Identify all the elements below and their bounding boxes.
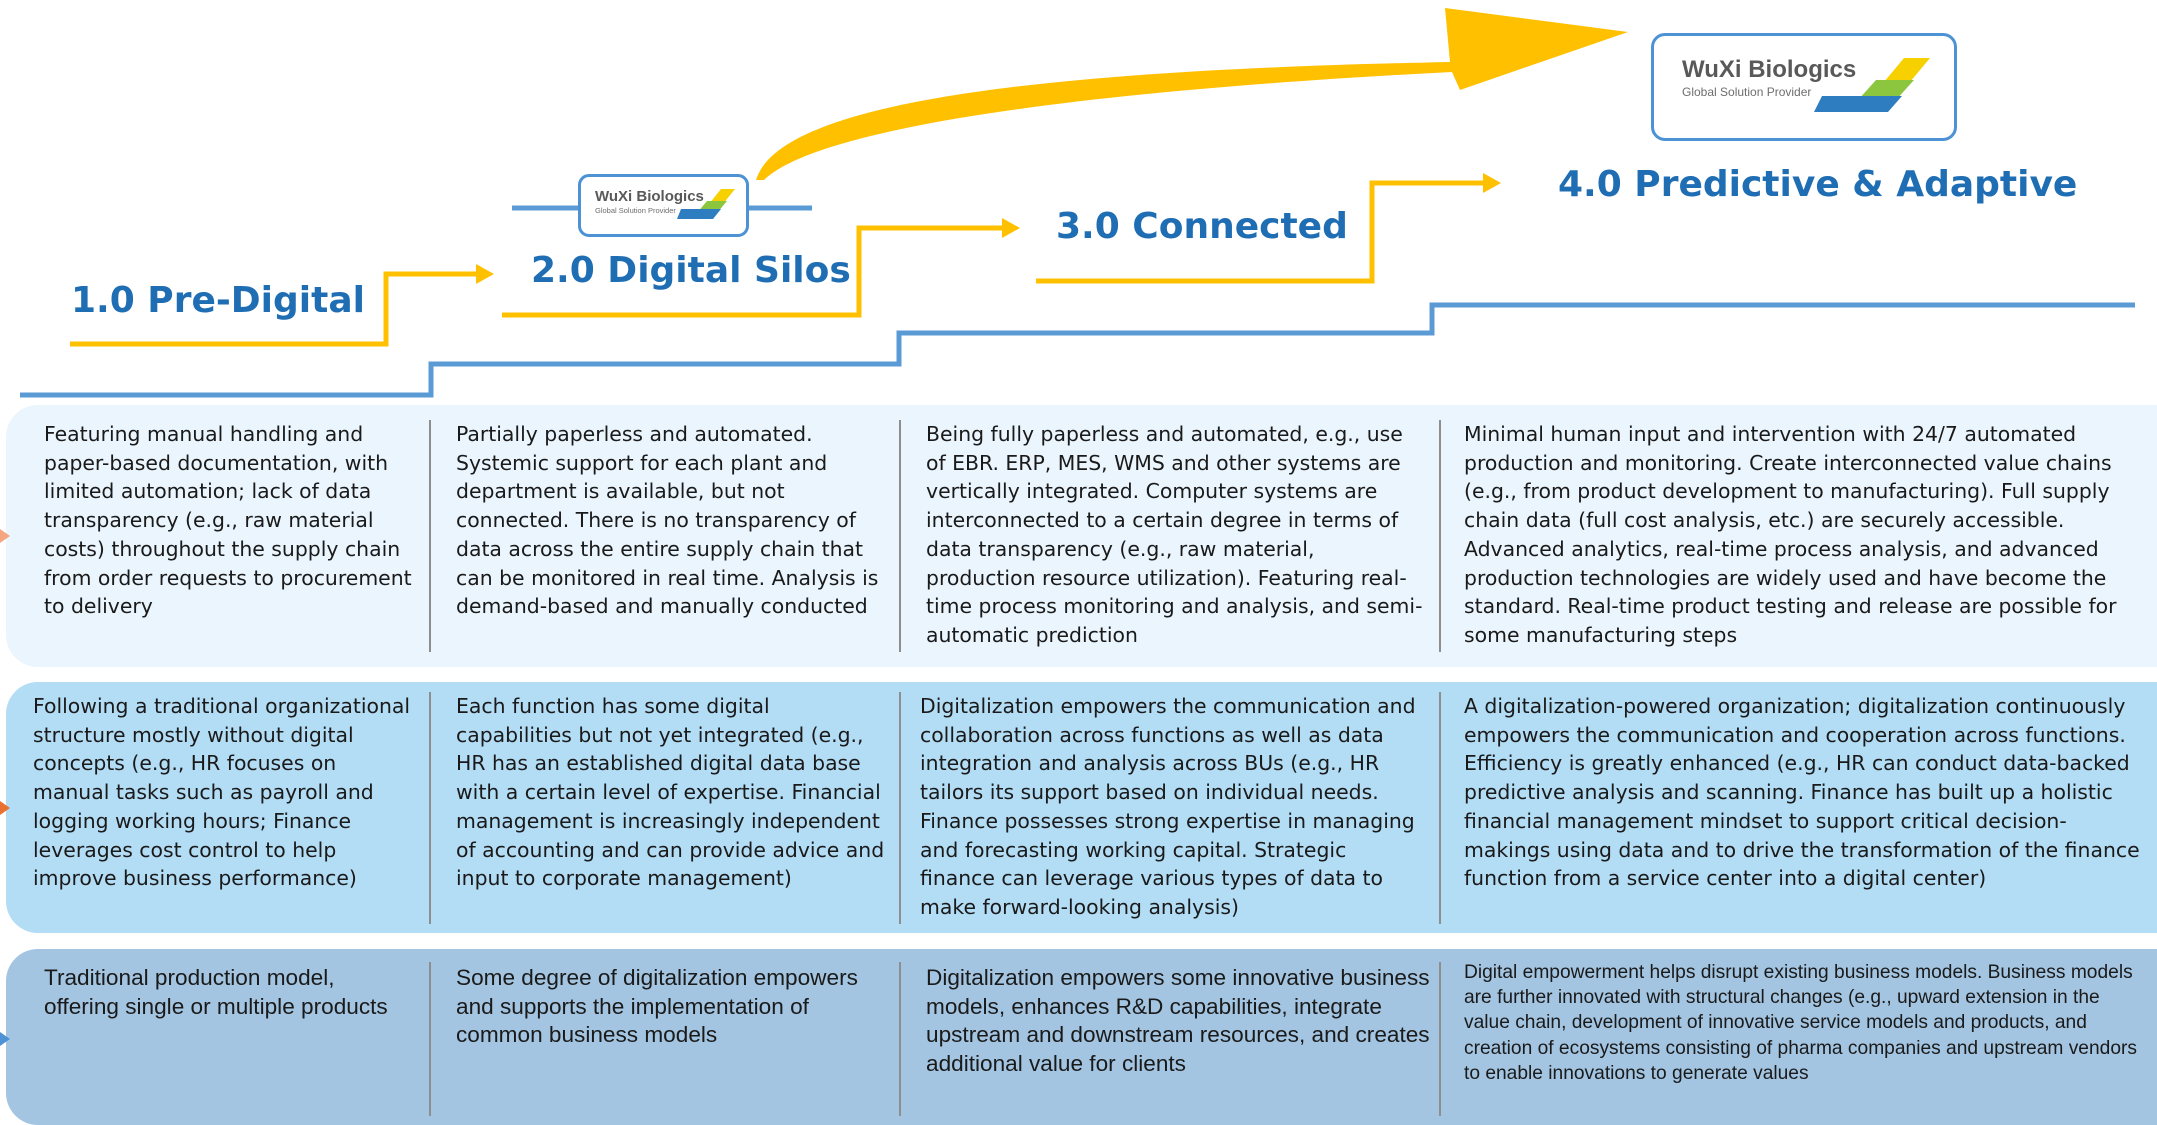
baseline-staircase-line	[20, 302, 2135, 398]
company-logo-small: WuXi Biologics Global Solution Provider	[578, 174, 749, 237]
stage-title-3: 3.0 Connected	[1056, 206, 1348, 247]
row-marker-icon	[0, 529, 10, 543]
step-line-3-to-4	[1036, 180, 1485, 284]
column-divider	[899, 692, 901, 924]
row3-cell-4: Digital empowerment helps disrupt existi…	[1464, 962, 2137, 1084]
row-band-organization	[6, 682, 2157, 933]
row-band-operations	[6, 405, 2157, 667]
logo-swoosh-icon	[1814, 58, 1930, 112]
stage-title-4: 4.0 Predictive & Adaptive	[1558, 164, 2078, 205]
column-divider	[899, 420, 901, 652]
logo-tagline: Global Solution Provider	[1682, 85, 1812, 99]
logo-name: WuXi Biologics	[1682, 56, 1857, 83]
row-band-business-model	[6, 949, 2157, 1125]
column-divider	[1439, 692, 1441, 924]
row2-cell-4: A digitalization-powered organization; d…	[1464, 694, 2140, 891]
column-divider	[429, 692, 431, 924]
row3-cell-3: Digitalization empowers some innovative …	[926, 965, 1430, 1076]
step-line-2-to-3	[502, 225, 1004, 318]
logo-tagline: Global Solution Provider	[595, 206, 676, 215]
logo-swoosh-icon	[677, 189, 735, 219]
column-divider	[899, 962, 901, 1116]
step-arrow-head	[1002, 218, 1020, 238]
column-divider	[429, 420, 431, 652]
column-divider	[429, 962, 431, 1116]
logo-name: WuXi Biologics	[595, 188, 704, 205]
step-arrow-head	[1483, 173, 1501, 193]
row1-cell-4: Minimal human input and intervention wit…	[1464, 422, 2117, 647]
step-line-1-to-2	[70, 271, 478, 347]
row1-cell-2: Partially paperless and automated. Syste…	[456, 422, 879, 619]
row2-cell-3: Digitalization empowers the communicatio…	[920, 694, 1416, 919]
sweep-arrow	[756, 8, 1628, 180]
row1-cell-1: Featuring manual handling and paper-base…	[44, 422, 412, 619]
row-marker-icon	[0, 801, 10, 815]
row1-cell-3: Being fully paperless and automated, e.g…	[926, 422, 1423, 647]
company-logo-large: WuXi Biologics Global Solution Provider	[1651, 33, 1957, 141]
row3-cell-1: Traditional production model, offering s…	[44, 965, 388, 1019]
stage-title-2: 2.0 Digital Silos	[531, 250, 851, 291]
column-divider	[1439, 962, 1441, 1116]
row3-cell-2: Some degree of digitalization empowers a…	[456, 965, 858, 1047]
step-arrow-head	[476, 264, 494, 284]
stage-title-1: 1.0 Pre-Digital	[71, 280, 365, 321]
column-divider	[1439, 420, 1441, 652]
row2-cell-1: Following a traditional organizational s…	[33, 694, 411, 891]
row2-cell-2: Each function has some digital capabilit…	[456, 694, 885, 891]
row-marker-icon	[0, 1032, 10, 1046]
